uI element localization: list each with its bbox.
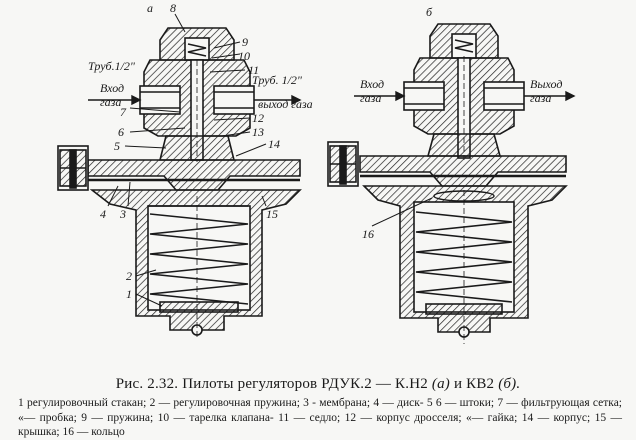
caption-title-a: (а): [431, 376, 450, 392]
label-12: 12: [252, 111, 264, 125]
figure-legend: 1 регулировочный стакан; 2 — регулировоч…: [18, 397, 622, 438]
label-14: 14: [268, 137, 280, 151]
label-4: 4: [100, 207, 106, 221]
label-1: 1: [126, 287, 132, 301]
view-a-letter: а: [147, 1, 153, 15]
label-7: 7: [120, 105, 127, 119]
gas-flow-arrows-a: [88, 94, 302, 106]
outlet-a-label: выход газа: [258, 97, 313, 111]
pipe-right-label: Труб. 1/2": [252, 73, 303, 87]
inlet-b-line2: газа: [360, 91, 381, 105]
label-5: 5: [114, 139, 120, 153]
label-10: 10: [238, 49, 250, 63]
caption-title-prefix: Рис. 2.32. Пилоты регуляторов РДУК.2 — К…: [115, 376, 432, 392]
label-16: 16: [362, 227, 374, 241]
label-9: 9: [242, 35, 248, 49]
label-13: 13: [252, 125, 264, 139]
label-3: 3: [119, 207, 126, 221]
label-2: 2: [126, 269, 132, 283]
figure-caption-title: Рис. 2.32. Пилоты регуляторов РДУК.2 — К…: [0, 376, 636, 393]
leader-lines-a: [107, 13, 267, 307]
inlet-a-line2: газа: [100, 95, 121, 109]
gas-flow-arrows-b: [354, 90, 576, 227]
caption-title-mid: и КВ2: [450, 376, 499, 392]
figure-labels: а 8 9 10 11 Труб.1/2" Труб. 1/2" Вход га…: [88, 1, 562, 301]
pilot-regulators-drawing: а 8 9 10 11 Труб.1/2" Труб. 1/2" Вход га…: [57, 1, 576, 344]
pipe-left-label: Труб.1/2": [88, 59, 136, 73]
outlet-b-line1: Выход: [530, 77, 562, 91]
pilot-view-b: [327, 23, 568, 344]
label-6: 6: [118, 125, 124, 139]
view-b-letter: б: [426, 5, 433, 19]
caption-title-b: (б).: [498, 376, 521, 392]
inlet-b-line1: Вход: [360, 77, 384, 91]
label-8: 8: [170, 1, 176, 15]
outlet-b-line2: газа: [530, 91, 551, 105]
inlet-a-line1: Вход: [100, 81, 124, 95]
label-11: 11: [248, 63, 259, 77]
label-15: 15: [266, 207, 278, 221]
